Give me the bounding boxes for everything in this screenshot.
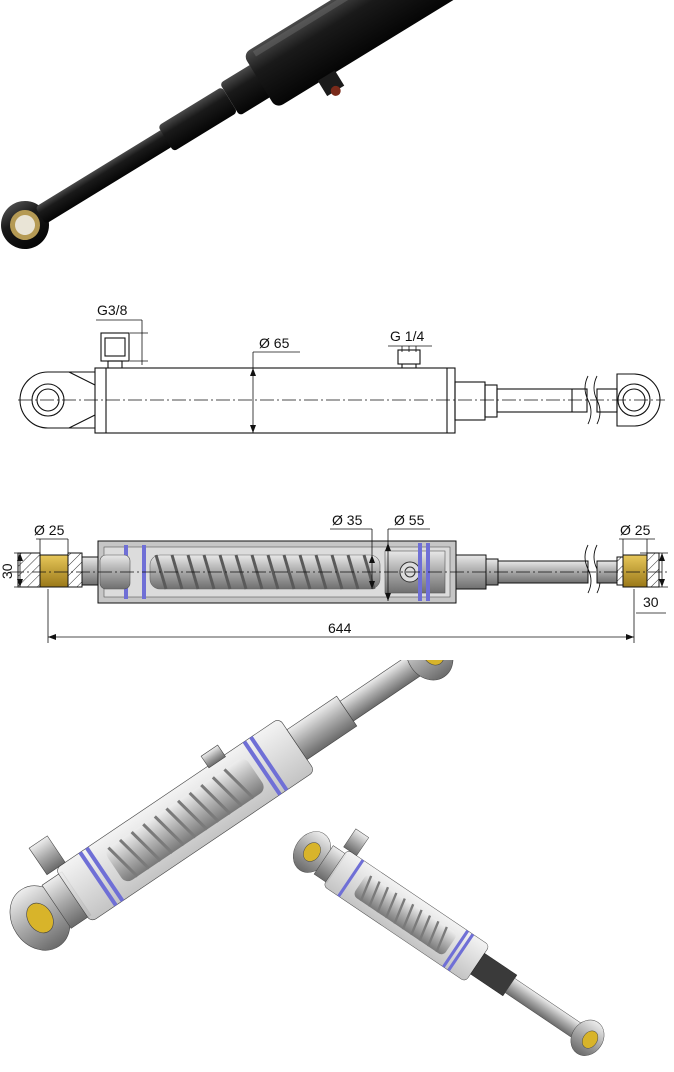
cylinder-barrel xyxy=(245,0,512,106)
rod-gland xyxy=(159,88,236,151)
label-diameter-65: Ø 65 xyxy=(259,335,290,351)
rod-eye-outline xyxy=(616,373,661,427)
render-small xyxy=(293,828,605,1056)
right-eye-bushing xyxy=(622,554,648,588)
render-views xyxy=(0,660,674,1072)
barrel-outline xyxy=(94,367,456,434)
label-g38: G3/8 xyxy=(97,302,128,318)
left-eye-bushing xyxy=(39,554,69,588)
label-rod-diameter: Ø 35 xyxy=(332,512,363,528)
product-photo xyxy=(0,0,674,270)
piston-rod xyxy=(36,130,172,223)
label-right-eye-diameter: Ø 25 xyxy=(620,522,651,538)
render-large-port xyxy=(28,835,66,876)
render-graphic xyxy=(9,660,605,1056)
base-eye-hole xyxy=(31,383,65,417)
label-g14: G 1/4 xyxy=(390,328,424,344)
base-eye-outline xyxy=(19,371,95,429)
section-view-drawing: Ø 25 Ø 35 Ø 55 Ø 25 30 30 644 xyxy=(0,505,674,645)
rod-outline xyxy=(496,388,588,413)
label-overall-length: 644 xyxy=(328,620,352,636)
render-large xyxy=(9,660,454,951)
external-view-drawing: G3/8 Ø 65 G 1/4 xyxy=(0,290,674,445)
label-piston-diameter: Ø 55 xyxy=(394,512,425,528)
external-view-graphic: G3/8 Ø 65 G 1/4 xyxy=(18,302,665,434)
port-g14 xyxy=(397,349,421,365)
cylinder-photo-graphic xyxy=(1,0,512,249)
label-left-eye-width: 30 xyxy=(0,563,15,579)
label-left-eye-diameter: Ø 25 xyxy=(34,522,65,538)
section-view-graphic: Ø 25 Ø 35 Ø 55 Ø 25 30 30 644 xyxy=(0,512,668,643)
label-right-eye-width: 30 xyxy=(643,594,659,610)
